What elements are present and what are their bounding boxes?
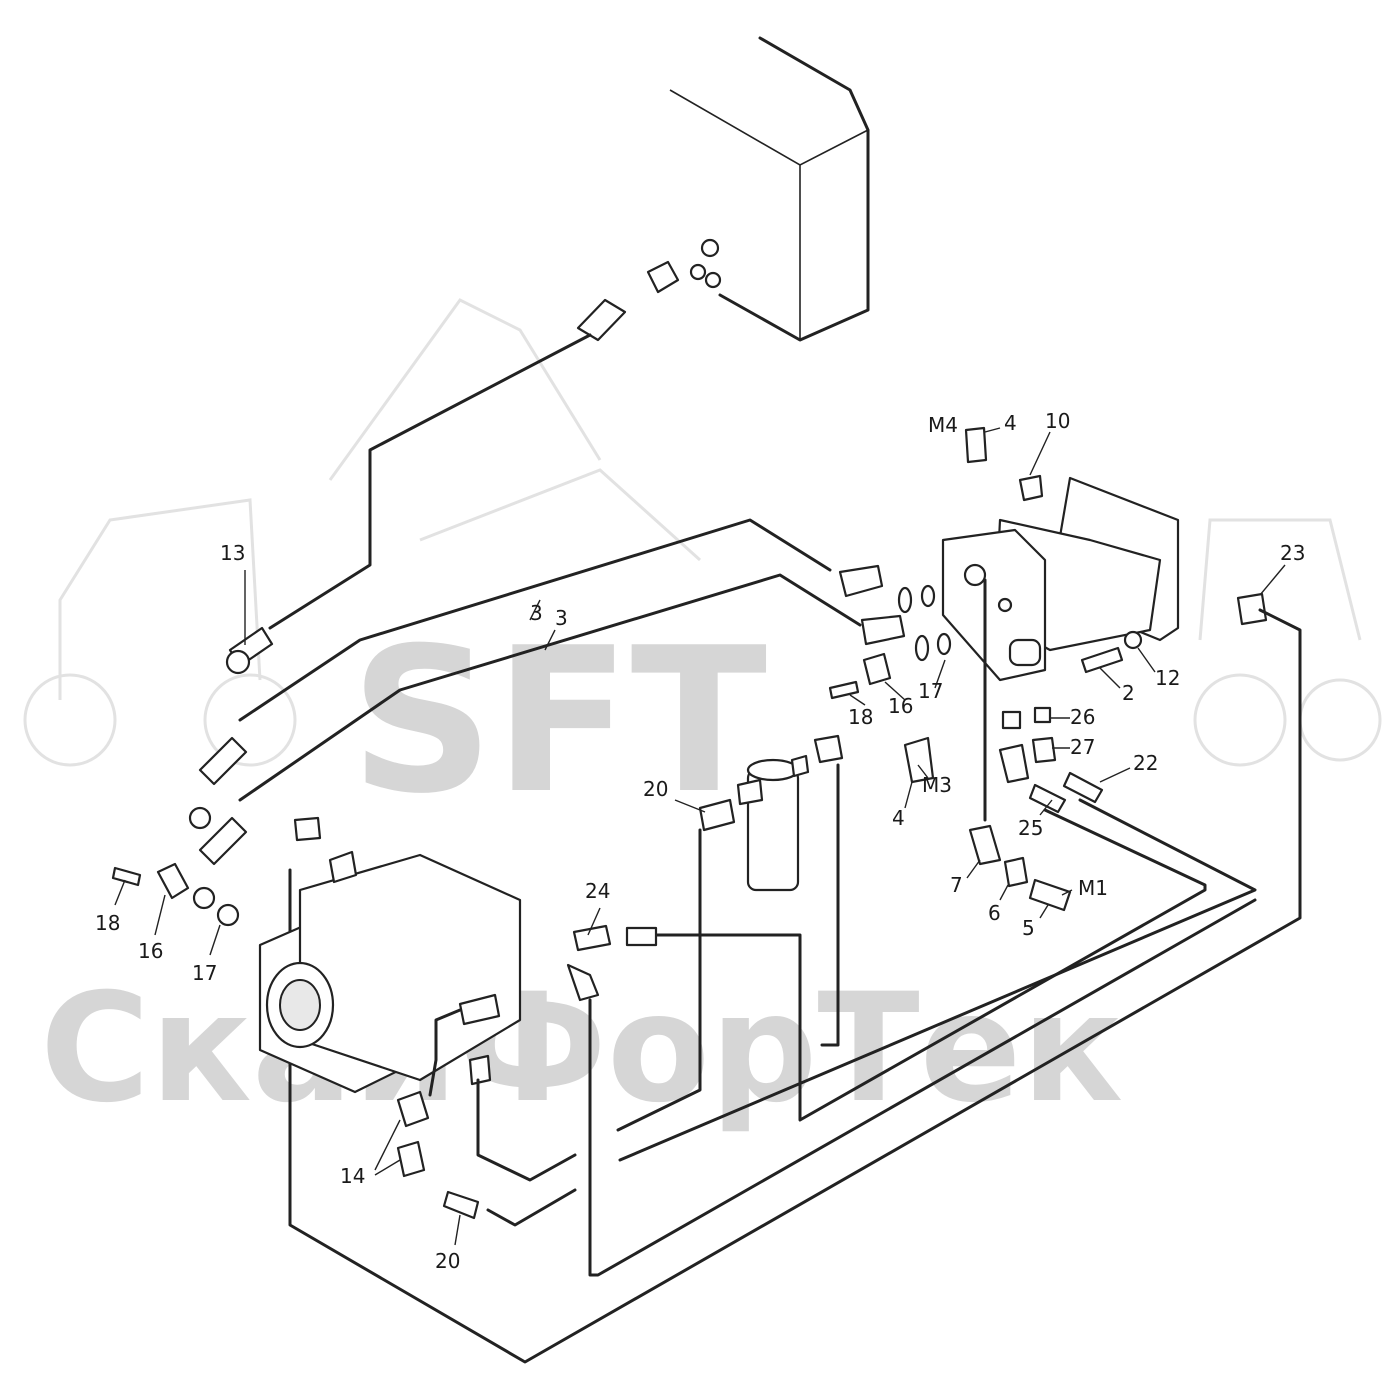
motor-fittings xyxy=(828,592,1268,912)
label-3-upper: 3 xyxy=(530,601,543,625)
label-6: 6 xyxy=(988,901,1001,925)
label-14: 14 xyxy=(340,1164,365,1188)
label-20-top: 20 xyxy=(643,777,668,801)
label-2: 2 xyxy=(1122,681,1135,705)
label-M4: M4 xyxy=(928,413,958,437)
label-4-bottom: 4 xyxy=(892,806,905,830)
motor-lines xyxy=(288,578,1302,1364)
hoses-3 xyxy=(188,518,952,910)
hydraulic-motor xyxy=(941,426,1180,682)
label-20-bottom: 20 xyxy=(435,1249,460,1273)
filter xyxy=(616,734,844,1132)
pump-lines xyxy=(428,898,1257,1277)
hose-13 xyxy=(225,298,627,675)
label-12: 12 xyxy=(1155,666,1180,690)
watermark-brand: SFT xyxy=(350,605,767,838)
label-23: 23 xyxy=(1280,541,1305,565)
pump-fittings xyxy=(111,862,480,1220)
label-18-right: 18 xyxy=(848,705,873,729)
label-16-left: 16 xyxy=(138,939,163,963)
label-26: 26 xyxy=(1070,705,1095,729)
label-10: 10 xyxy=(1045,409,1070,433)
hydraulic-pump xyxy=(258,816,658,1094)
label-17-right: 17 xyxy=(918,679,943,703)
label-4-top: 4 xyxy=(1004,411,1017,435)
leader-lines xyxy=(114,427,1286,1246)
label-M1: M1 xyxy=(1078,876,1108,900)
label-18-left: 18 xyxy=(95,911,120,935)
label-22: 22 xyxy=(1133,751,1158,775)
label-5: 5 xyxy=(1022,916,1035,940)
part-labels: 13 3 3 M4 4 10 23 12 2 26 27 22 25 18 16… xyxy=(95,409,1305,1273)
label-17-left: 17 xyxy=(192,961,217,985)
label-13: 13 xyxy=(220,541,245,565)
label-16-right: 16 xyxy=(888,694,913,718)
label-27: 27 xyxy=(1070,735,1095,759)
label-7: 7 xyxy=(950,873,963,897)
label-M3: M3 xyxy=(922,773,952,797)
label-24: 24 xyxy=(585,879,610,903)
label-25: 25 xyxy=(1018,816,1043,840)
hydraulic-tank xyxy=(646,36,870,342)
label-3-lower: 3 xyxy=(555,606,568,630)
